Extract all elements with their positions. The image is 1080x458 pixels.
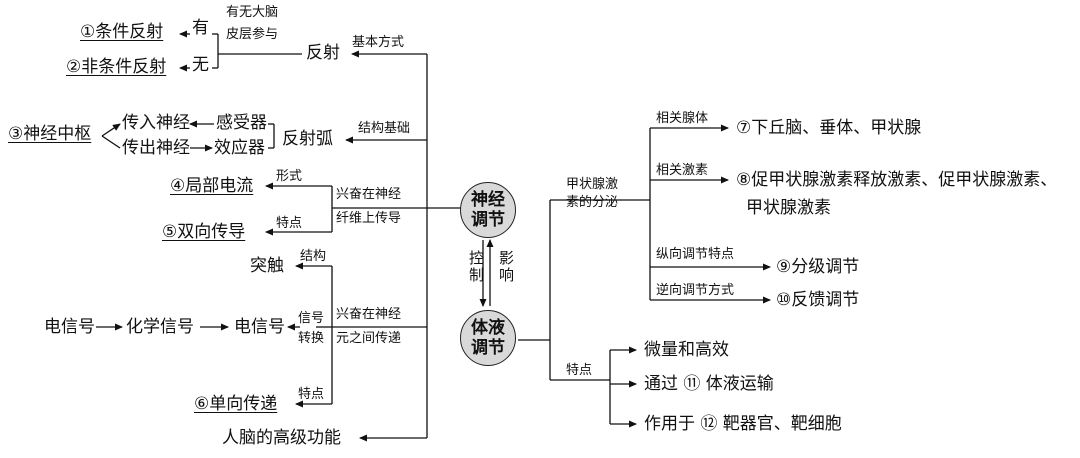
target-organs-cells: 作用于 ⑫ 靶器官、靶细胞 — [644, 414, 842, 434]
humoral-line2: 调节 — [471, 338, 505, 358]
body-fluid-transport: 通过 ⑪ 体液运输 — [644, 374, 774, 394]
efferent-nerve: 传出神经 — [122, 138, 190, 158]
unconditioned-reflex: ②非条件反射 — [66, 57, 167, 77]
influence-label: 影响 — [497, 250, 515, 284]
effector: 效应器 — [214, 138, 265, 158]
signal-conversion-line1: 信号 — [298, 311, 325, 326]
form-link: 形式 — [276, 169, 303, 184]
fiber-feature-link: 特点 — [276, 216, 303, 231]
related-glands: ⑦下丘脑、垂体、甲状腺 — [736, 118, 922, 138]
features-label: 特点 — [566, 363, 593, 378]
electrical-signal-2: 电信号 — [234, 317, 285, 337]
synapse: 突触 — [250, 256, 284, 276]
thyroid-label-line2: 素的分泌 — [566, 195, 619, 210]
cortex-question-line1: 有无大脑 — [226, 5, 279, 20]
reverse-regulation-link: 逆向调节方式 — [656, 283, 735, 298]
cortex-question-line2: 皮层参与 — [226, 27, 279, 42]
yes-label: 有 — [192, 18, 209, 38]
reflex-label: 反射 — [306, 43, 340, 63]
related-hormones-link: 相关激素 — [656, 163, 709, 178]
reflex-arc-label: 反射弧 — [282, 129, 333, 149]
neural-line2: 调节 — [471, 210, 505, 230]
trace-efficient: 微量和高效 — [644, 340, 729, 360]
one-way-transmission: ⑥单向传递 — [194, 394, 278, 414]
related-hormones-line1: ⑧促甲状腺激素释放激素、促甲状腺激素、 — [736, 170, 1058, 190]
basic-mode-link: 基本方式 — [352, 35, 405, 50]
neural-regulation-node: 神经 调节 — [460, 182, 516, 238]
electrical-signal-1: 电信号 — [44, 317, 95, 337]
related-hormones-line2: 甲状腺激素 — [746, 198, 831, 218]
thyroid-label-line1: 甲状腺激 — [566, 177, 619, 192]
no-label: 无 — [192, 55, 209, 75]
fiber-label-line2: 纤维上传导 — [336, 211, 402, 226]
receptor: 感受器 — [216, 113, 267, 133]
synapse-label-line2: 元之间传递 — [336, 331, 402, 346]
brain-advanced-function: 人脑的高级功能 — [222, 428, 341, 448]
vertical-regulation-link: 纵向调节特点 — [656, 247, 735, 262]
structural-basis-link: 结构基础 — [358, 121, 411, 136]
bidirectional-conduction: ⑤双向传导 — [162, 222, 246, 242]
conditioned-reflex: ①条件反射 — [80, 22, 164, 42]
control-label: 控制 — [467, 250, 485, 284]
fiber-label-line1: 兴奋在神经 — [336, 187, 402, 202]
humoral-line1: 体液 — [471, 317, 505, 338]
synapse-label-line1: 兴奋在神经 — [336, 307, 402, 322]
afferent-nerve: 传入神经 — [122, 113, 190, 133]
local-current: ④局部电流 — [170, 176, 254, 196]
related-glands-link: 相关腺体 — [656, 111, 709, 126]
feedback-regulation: ⑩反馈调节 — [776, 290, 860, 310]
graded-regulation: ⑨分级调节 — [776, 257, 860, 277]
nerve-center: ③神经中枢 — [8, 124, 92, 144]
humoral-regulation-node: 体液 调节 — [460, 310, 516, 366]
signal-conversion-line2: 转换 — [298, 331, 325, 346]
structure-link: 结构 — [300, 249, 327, 264]
chemical-signal: 化学信号 — [126, 317, 194, 337]
neural-line1: 神经 — [471, 189, 505, 210]
synapse-feature-link: 特点 — [298, 387, 325, 402]
